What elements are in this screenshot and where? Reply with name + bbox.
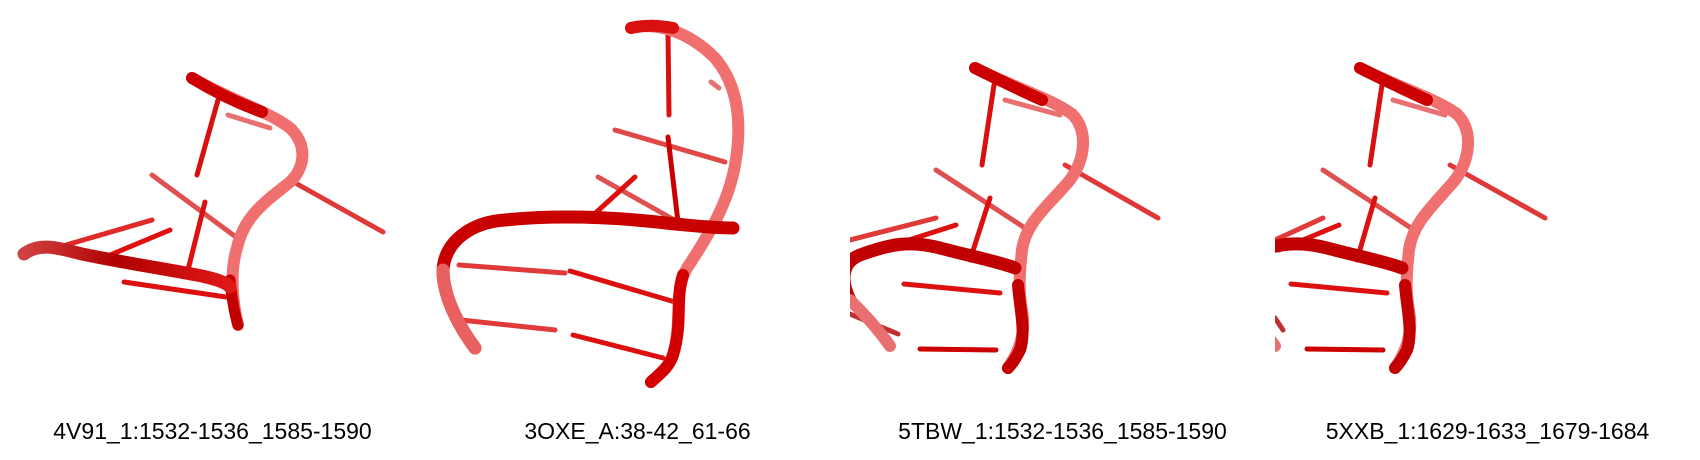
structure-label: 4V91_1:1532-1536_1585-1590 xyxy=(53,418,372,444)
rna-structure-4v91 xyxy=(17,72,386,331)
structure-label: 5TBW_1:1532-1536_1585-1590 xyxy=(898,418,1227,444)
structure-panel-2: 3OXE_A:38-42_61-66 xyxy=(425,0,850,460)
rna-structure-5tbw xyxy=(850,62,1161,374)
structure-panel-1: 4V91_1:1532-1536_1585-1590 xyxy=(0,0,425,460)
structure-label: 3OXE_A:38-42_61-66 xyxy=(524,418,751,444)
rna-structure-5xxb xyxy=(1275,62,1548,374)
rna-structure-3oxe xyxy=(436,19,745,388)
structure-panel-3: 5TBW_1:1532-1536_1585-1590 xyxy=(850,0,1275,460)
structure-panel-4: 5XXB_1:1629-1633_1679-1684 xyxy=(1275,0,1700,460)
structure-label: 5XXB_1:1629-1633_1679-1684 xyxy=(1325,418,1650,444)
